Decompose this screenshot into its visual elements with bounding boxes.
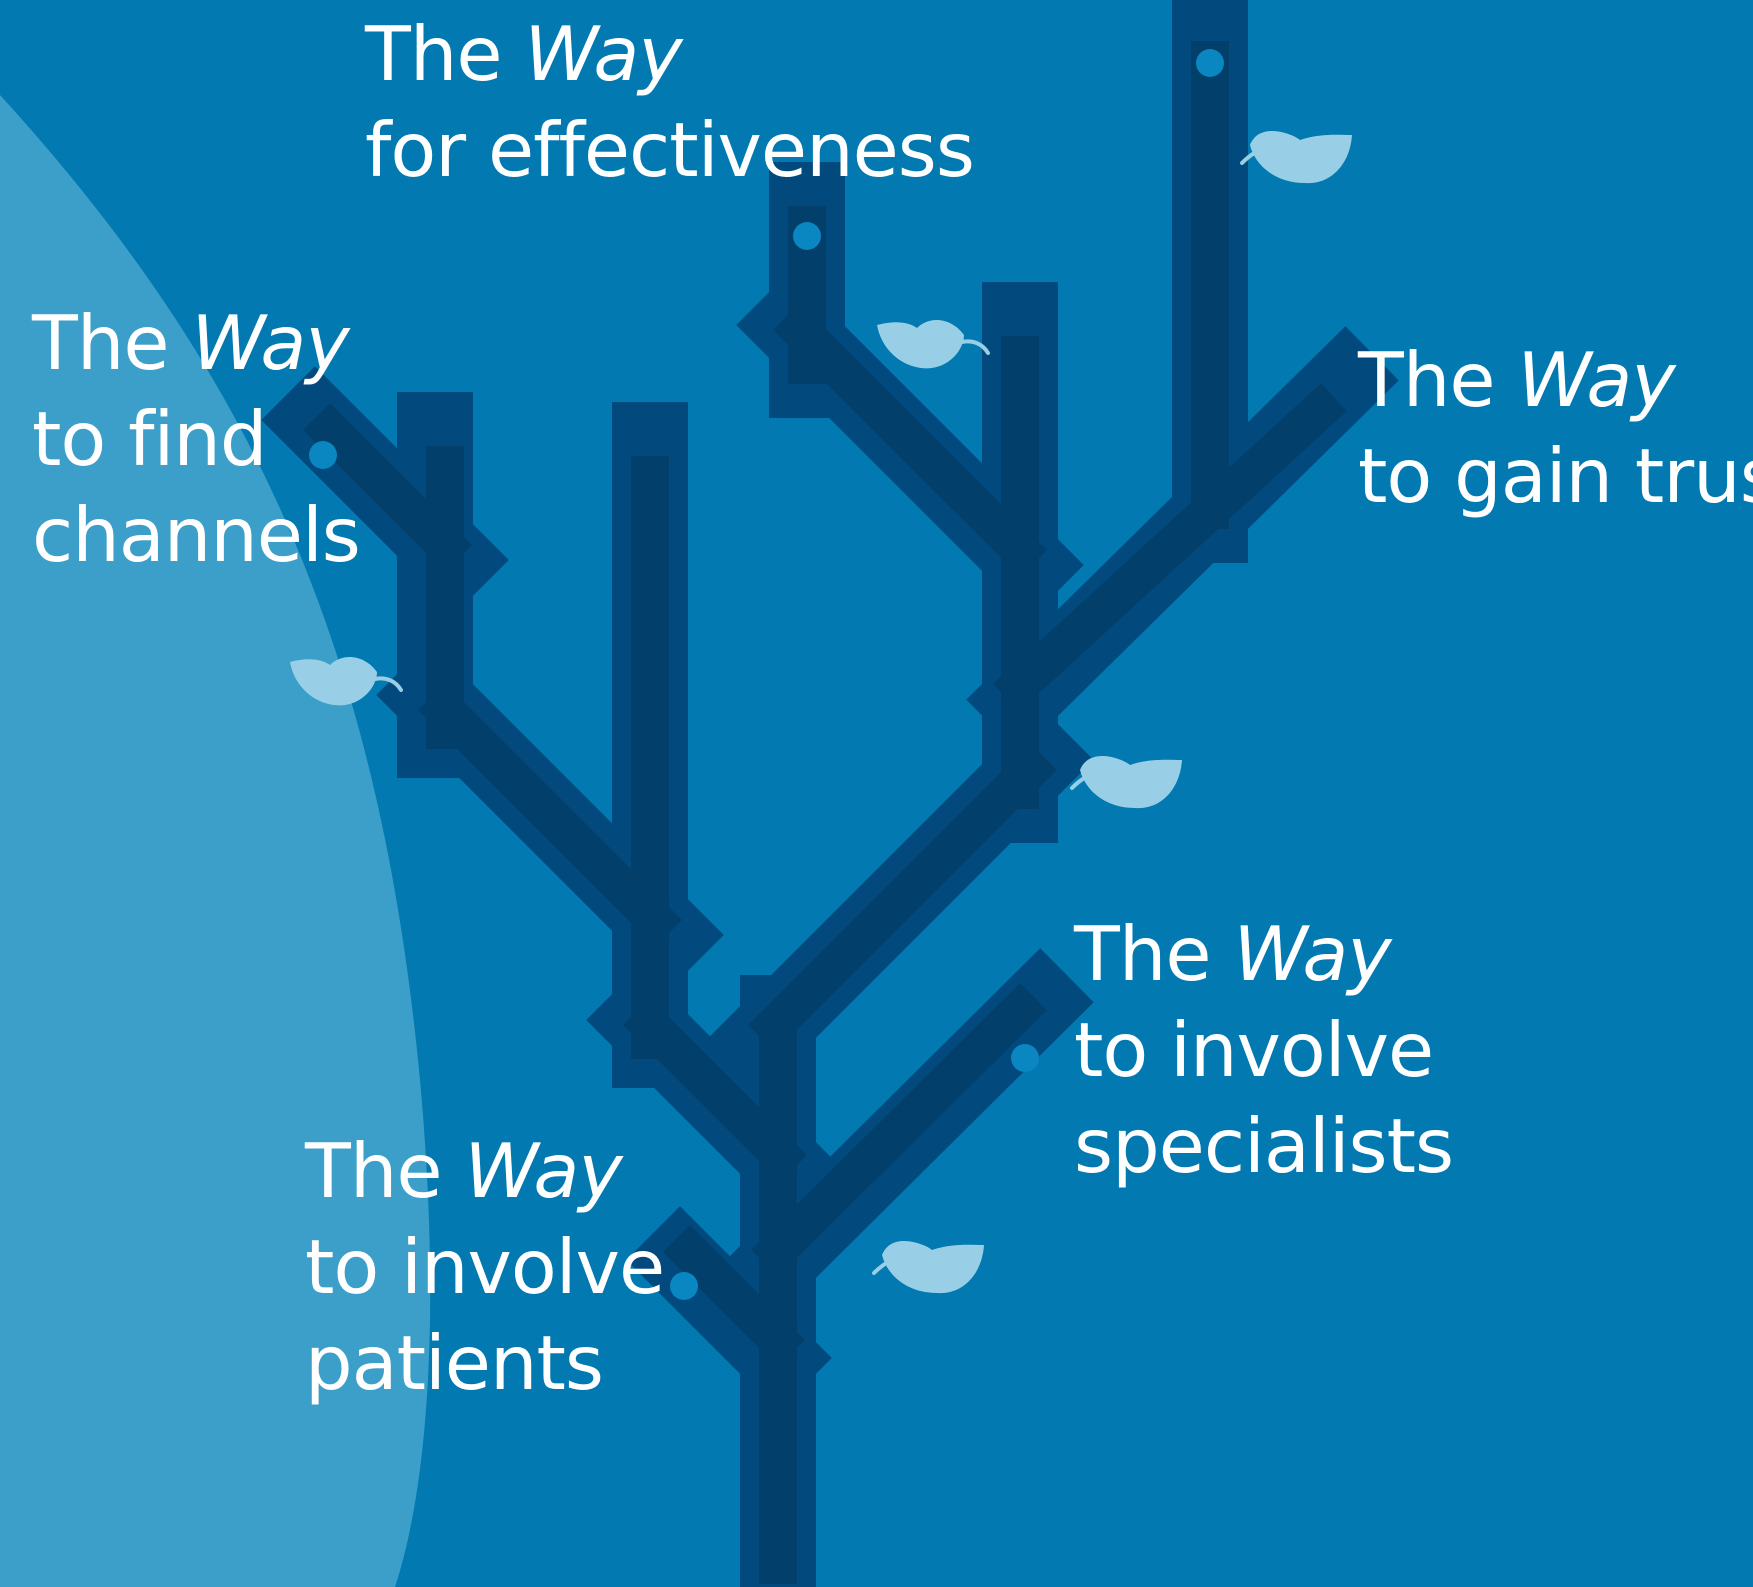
- label-way: Way: [191, 299, 349, 387]
- label-the: The: [305, 1127, 442, 1215]
- branch-specialists-core: [751, 983, 1047, 1277]
- label-line: patients: [305, 1319, 604, 1407]
- leaves: [290, 130, 1352, 1294]
- leaf-icon: [1240, 130, 1352, 184]
- label-effectiveness: The Way for effectiveness: [365, 6, 975, 198]
- label-way: Way: [524, 10, 682, 98]
- label-find-channels: The Way to find channels: [32, 295, 361, 583]
- label-gain-trust: The Way to gain trust: [1358, 332, 1753, 524]
- label-line: to gain trust: [1358, 432, 1753, 520]
- label-line: to involve: [1074, 1006, 1434, 1094]
- leaf-icon: [290, 656, 403, 706]
- branch-patients-core: [663, 1225, 805, 1367]
- label-way: Way: [464, 1127, 622, 1215]
- branch-left-diagonal-core: [418, 683, 682, 947]
- background-curve: [0, 95, 431, 1587]
- node-dot-effectiveness: [793, 222, 821, 250]
- branch-trust-core: [993, 383, 1347, 712]
- label-title: The Way: [365, 6, 974, 102]
- label-line: for effectiveness: [365, 106, 975, 194]
- label-title: The Way: [1074, 906, 1453, 1002]
- node-dot-channels: [309, 441, 337, 469]
- label-the: The: [32, 299, 169, 387]
- label-title: The Way: [305, 1123, 664, 1219]
- label-the: The: [1074, 910, 1211, 998]
- branch-effectiveness-core: [773, 303, 1047, 577]
- branch-channels-core: [303, 403, 472, 572]
- label-line: to find: [32, 395, 268, 483]
- label-title: The Way: [1358, 332, 1753, 428]
- label-involve-patients: The Way to involve patients: [305, 1123, 665, 1411]
- node-dot-patients: [670, 1272, 698, 1300]
- leaf-icon: [877, 319, 990, 369]
- label-way: Way: [1233, 910, 1391, 998]
- node-dot-top: [1196, 49, 1224, 77]
- label-the: The: [1358, 336, 1495, 424]
- leaf-icon: [1070, 755, 1182, 809]
- leaf-icon: [872, 1240, 984, 1294]
- label-line: to involve: [305, 1223, 665, 1311]
- label-title: The Way: [32, 295, 360, 391]
- label-line: specialists: [1074, 1102, 1454, 1190]
- node-dot-specialists: [1011, 1044, 1039, 1072]
- tree-branches-inner: [303, 41, 1347, 1584]
- label-the: The: [365, 10, 502, 98]
- label-line: channels: [32, 491, 361, 579]
- label-way: Way: [1517, 336, 1675, 424]
- branch-right-main-core: [748, 743, 1057, 1052]
- branch-tip-dots: [309, 49, 1224, 1300]
- label-involve-specialists: The Way to involve specialists: [1074, 906, 1454, 1194]
- branch-left-main-core: [623, 998, 807, 1182]
